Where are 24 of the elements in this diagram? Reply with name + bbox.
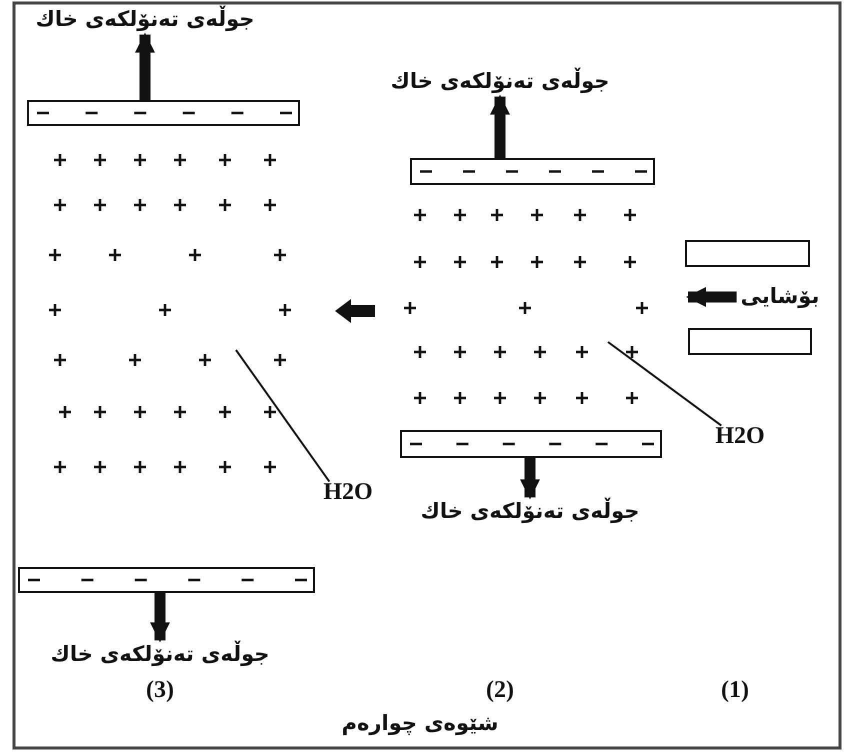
- plate-box: [685, 240, 810, 267]
- arrow: [135, 32, 155, 100]
- arrow: [686, 287, 737, 307]
- text-label: بۆشایی: [740, 284, 820, 310]
- arrow: [490, 94, 510, 158]
- text-label: جوڵەی تەنۆلکەی خاك: [50, 642, 270, 668]
- charged-plate: [27, 100, 300, 126]
- leader-line: [607, 341, 722, 426]
- text-label: جوڵەی تەنۆلکەی خاك: [390, 69, 610, 95]
- arrow: [150, 593, 170, 642]
- caption: شێوەی چوارەم: [342, 711, 498, 737]
- charged-plate: [410, 158, 655, 185]
- panel-number: (3): [146, 676, 174, 704]
- text-label: H2O: [715, 422, 765, 450]
- panel-number: (2): [486, 676, 514, 704]
- plate-box: [688, 328, 812, 355]
- text-label: جوڵەی تەنۆلکەی خاك: [420, 499, 640, 525]
- arrow: [520, 458, 540, 500]
- panel-number: (1): [721, 676, 749, 704]
- text-label: H2O: [323, 478, 373, 506]
- charged-plate: [400, 430, 662, 458]
- text-label: جوڵەی تەنۆلکەی خاك: [36, 7, 254, 33]
- leader-line: [235, 349, 330, 482]
- charged-plate: [18, 567, 315, 593]
